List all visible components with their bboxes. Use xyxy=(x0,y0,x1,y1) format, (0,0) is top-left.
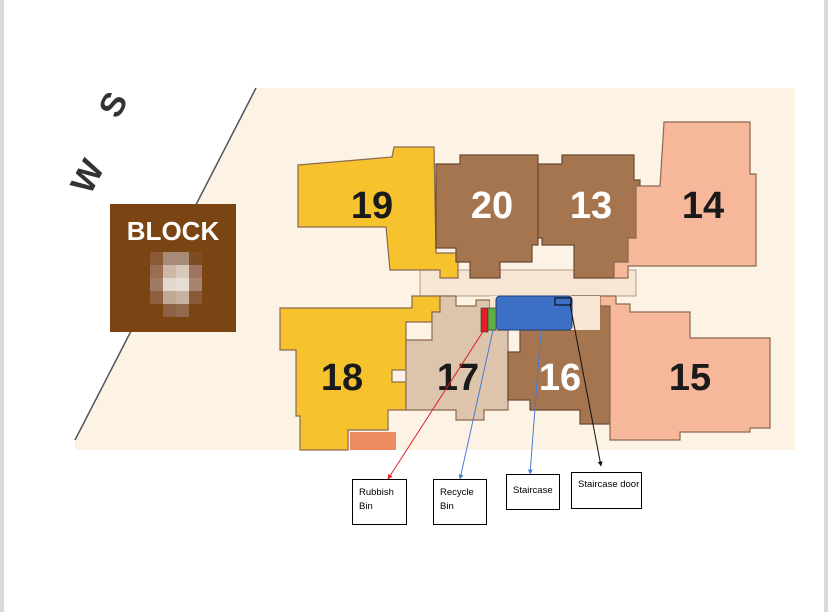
unit-label-19: 19 xyxy=(351,185,393,227)
unit-20 xyxy=(435,154,539,279)
arrow-recycle-bin xyxy=(458,329,494,480)
frame-right-border xyxy=(824,0,828,612)
staircase-label: Staircase xyxy=(506,474,560,510)
staircase-door-label: Staircase door xyxy=(571,472,642,509)
block-sign: BLOCK xyxy=(110,204,236,332)
arrow-rubbish-bin xyxy=(387,329,485,480)
block-sign-title: BLOCK xyxy=(126,216,220,246)
unit-label-15: 15 xyxy=(669,357,711,399)
unit-label-16: 16 xyxy=(539,357,581,399)
unit-label-14: 14 xyxy=(682,185,724,227)
arrow-staircase-door xyxy=(569,303,603,467)
staircase-door xyxy=(554,297,572,306)
recycle-bin xyxy=(487,307,497,331)
block-number-pixelated xyxy=(150,252,202,317)
unit-label-13: 13 xyxy=(570,185,612,227)
recycle-bin-label: Recycle Bin xyxy=(433,479,487,525)
unit-15 xyxy=(599,295,771,441)
rubbish-bin-label: Rubbish Bin xyxy=(352,479,407,525)
arrow-staircase xyxy=(527,329,542,475)
unit-19 xyxy=(297,146,459,279)
rubbish-bin xyxy=(480,307,489,333)
unit-label-18: 18 xyxy=(321,357,363,399)
unit-14 xyxy=(613,121,757,279)
frame-left-border xyxy=(0,0,4,612)
unit-label-20: 20 xyxy=(471,185,513,227)
unit-18-annex xyxy=(350,432,396,450)
